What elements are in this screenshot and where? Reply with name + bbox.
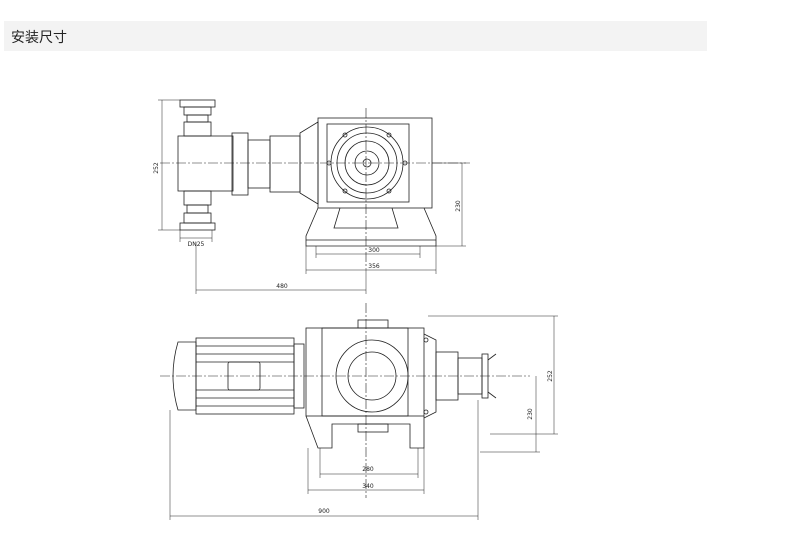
flange xyxy=(231,132,249,196)
section-header: 安装尺寸 xyxy=(4,21,707,51)
dim-inner-height-2: 230 xyxy=(527,408,534,420)
base-plan xyxy=(305,415,425,449)
dim-outer-width: 356 xyxy=(368,263,380,270)
bottom-view xyxy=(160,303,558,520)
dim-pipe-label: DN25 xyxy=(188,241,205,248)
dim-overall-width: 480 xyxy=(276,283,288,290)
dim-right-height: 230 xyxy=(455,200,462,212)
dim-inner-width: 300 xyxy=(368,247,380,254)
dim-outer-width-2: 340 xyxy=(362,483,374,490)
dim-right-height-2: 252 xyxy=(547,370,554,382)
section-title: 安装尺寸 xyxy=(11,30,67,46)
dim-inner-width-2: 280 xyxy=(362,466,374,473)
gearbox xyxy=(317,117,433,209)
gearbox-plan xyxy=(305,319,497,433)
base xyxy=(305,207,437,247)
dim-overall-width-2: 900 xyxy=(318,508,330,515)
pump-head xyxy=(177,99,234,231)
motor xyxy=(172,337,305,415)
dim-left-height: 252 xyxy=(153,162,160,174)
top-view xyxy=(158,99,470,294)
